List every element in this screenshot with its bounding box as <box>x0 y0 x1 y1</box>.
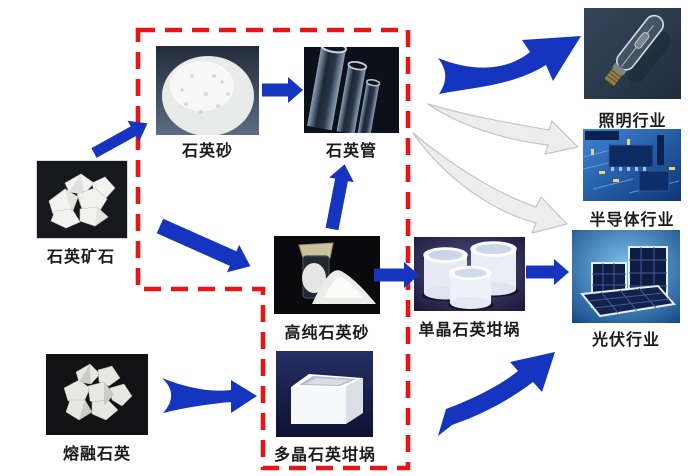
quartz-ore-label: 石英矿石 <box>46 249 115 266</box>
arrow-high-purity-sand-to-semiconductor <box>412 132 568 234</box>
lighting-label: 照明行业 <box>598 113 667 130</box>
lighting-photo <box>584 8 681 99</box>
poly-crucible-label: 多晶石英坩埚 <box>273 447 376 464</box>
arrow-tube-to-semiconductor <box>427 103 579 155</box>
photovoltaic-photo <box>572 230 680 323</box>
arrow-high-purity-sand-to-tube <box>325 164 354 231</box>
quartz-ore-photo <box>36 160 128 239</box>
mono-crucible-photo <box>414 237 525 311</box>
high-purity-sand-photo <box>274 236 380 314</box>
fused-quartz-label: 熔融石英 <box>62 446 131 463</box>
arrow-poly-crucible-to-photovoltaic <box>438 352 555 436</box>
quartz-sand-label: 石英砂 <box>181 143 233 160</box>
arrow-high-purity-sand-to-mono-crucible <box>374 262 419 288</box>
arrow-tube-to-lighting <box>438 36 581 94</box>
quartz-sand-photo <box>156 46 259 135</box>
arrow-ore-to-sand <box>91 120 148 158</box>
high-purity-sand-label: 高纯石英砂 <box>284 325 370 342</box>
mono-crucible-label: 单晶石英坩埚 <box>418 322 521 339</box>
arrow-sand-to-tube <box>262 77 303 103</box>
poly-crucible-photo <box>276 351 373 437</box>
fused-quartz-photo <box>46 354 148 435</box>
arrow-fused-quartz-to-poly-crucible <box>162 378 257 413</box>
photovoltaic-label: 光伏行业 <box>591 332 660 349</box>
arrow-mono-crucible-to-photovoltaic <box>526 259 569 285</box>
arrow-ore-to-high-purity-sand <box>156 218 251 273</box>
quartz-tube-photo <box>304 47 399 133</box>
semiconductor-label: 半导体行业 <box>589 212 675 229</box>
quartz-tube-label: 石英管 <box>325 143 377 160</box>
semiconductor-photo <box>583 129 681 201</box>
